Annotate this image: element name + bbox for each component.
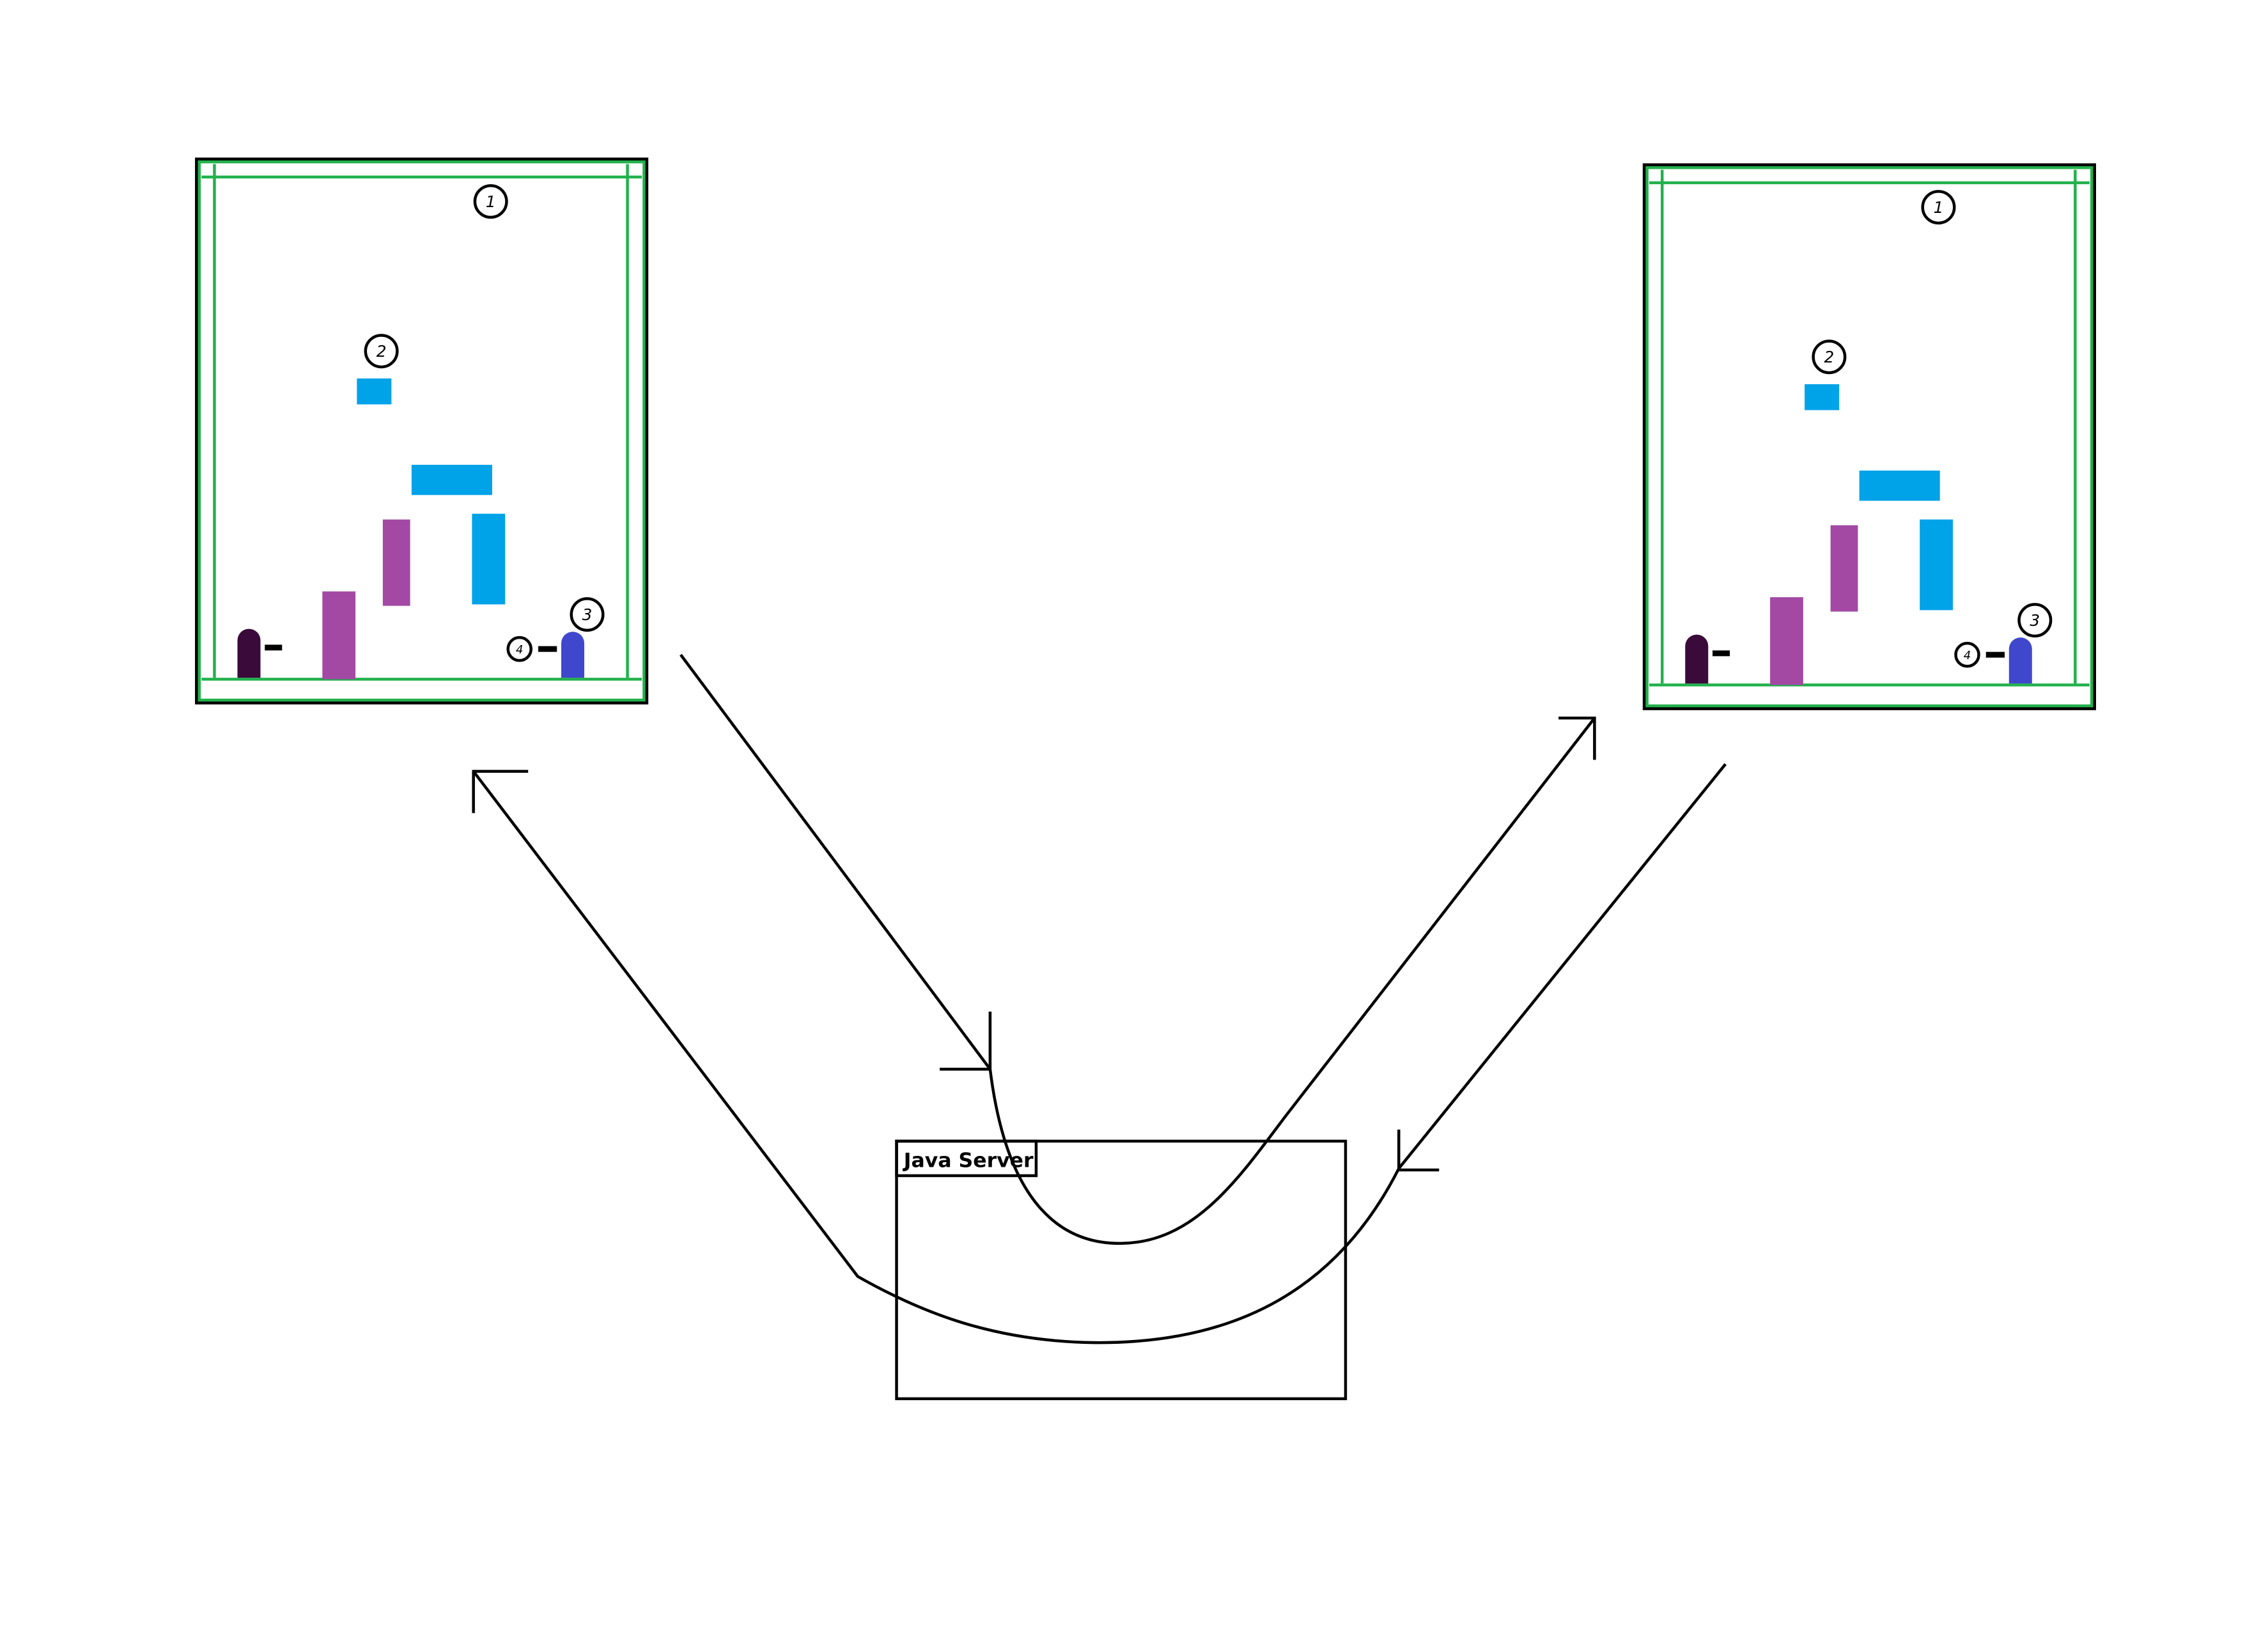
player-blue-gun: [1985, 651, 2005, 658]
marker-2: [1812, 339, 1847, 375]
marker-3-label: 3: [2030, 611, 2040, 630]
upper-purple-pillar: [382, 519, 410, 606]
small-blue-platform: [1805, 384, 1840, 410]
server-label-tab: [895, 1139, 1038, 1178]
wall-outer-border: [1645, 166, 2094, 708]
marker-3: [570, 597, 605, 632]
marker-2-label: 2: [1824, 348, 1835, 366]
player-dark: [237, 628, 261, 678]
arrowhead-right-client-to-server: [1397, 1129, 1440, 1172]
arrow-right-client-to-server: [1397, 763, 1727, 1170]
arrow-server-to-left-client: [472, 770, 1401, 1344]
arrows: [472, 653, 1727, 1344]
game-window-right: 1 2 3 4: [1642, 163, 2096, 710]
tall-blue-pillar: [1920, 519, 1953, 611]
tall-blue-pillar: [472, 513, 506, 605]
marker-2: [364, 334, 399, 369]
arrowhead-server-to-right-client: [1558, 716, 1596, 760]
arrow-server-to-right-client: [988, 717, 1596, 1245]
marker-4: [506, 635, 532, 662]
marker-3-label: 3: [582, 605, 593, 624]
player-blue: [561, 632, 585, 678]
player-blue-gun: [538, 646, 557, 652]
marker-4: [1954, 641, 1980, 668]
arrowhead-server-to-left-client: [472, 770, 529, 813]
player-dark-gun: [1713, 650, 1730, 657]
marker-2-label: 2: [377, 342, 387, 361]
marker-4-label: 4: [516, 643, 523, 657]
marker-1: [1921, 190, 1956, 225]
upper-purple-pillar: [1830, 525, 1858, 612]
player-blue: [2008, 637, 2032, 684]
marker-1-label: 1: [1934, 198, 1944, 217]
wide-blue-platform: [1859, 471, 1940, 501]
lower-purple-pillar: [322, 591, 356, 680]
server-box: [895, 1139, 1348, 1401]
player-dark: [1685, 634, 1709, 684]
player-dark-gun: [265, 644, 283, 651]
marker-1-label: 1: [486, 192, 496, 211]
java-server: Java Server: [895, 1139, 1348, 1401]
arrow-left-client-to-server: [680, 653, 991, 1070]
game-window-left: 1 2 3 4: [195, 157, 649, 705]
lower-purple-pillar: [1770, 597, 1803, 685]
marker-3: [2017, 603, 2053, 638]
small-blue-platform: [357, 378, 392, 405]
wide-blue-platform: [411, 465, 492, 495]
wall-outer-border: [198, 160, 646, 702]
marker-1: [473, 184, 508, 219]
marker-4-label: 4: [1964, 649, 1971, 662]
